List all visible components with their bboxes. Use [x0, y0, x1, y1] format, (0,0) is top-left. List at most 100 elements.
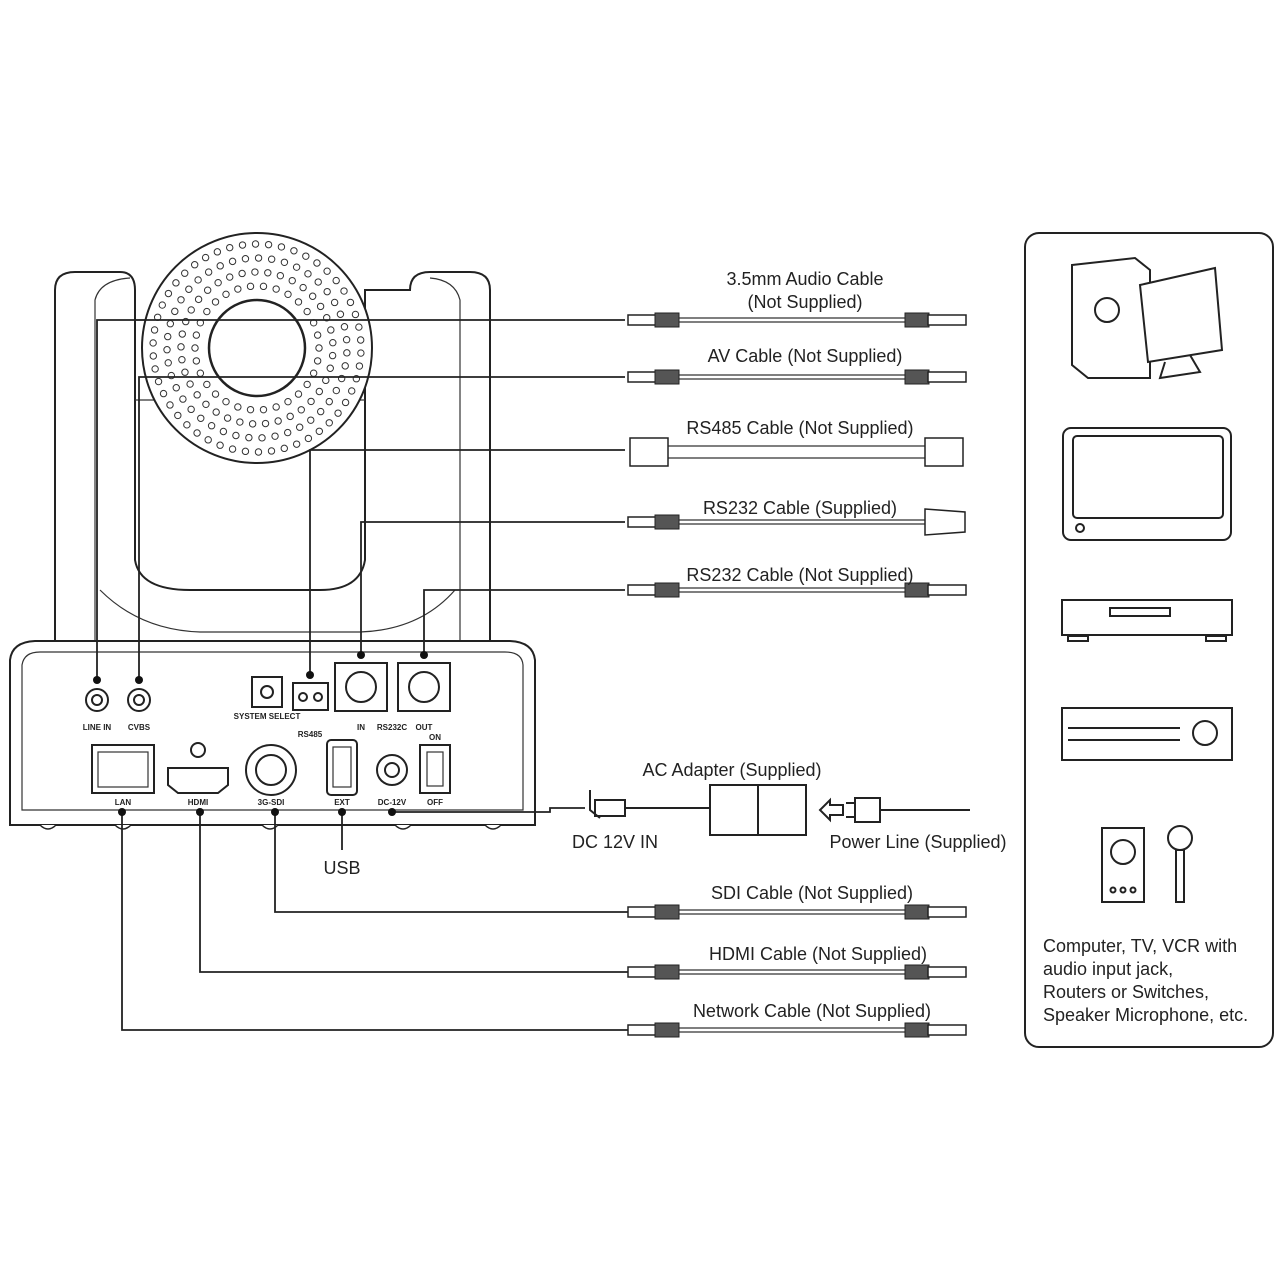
- grille-hole: [248, 420, 257, 428]
- tv-icon: [1062, 427, 1232, 541]
- power-switch: [419, 744, 451, 794]
- grille-hole: [348, 387, 356, 395]
- grille-hole: [228, 445, 237, 453]
- svg-text:DC-12V: DC-12V: [378, 798, 407, 807]
- grille-hole: [337, 374, 346, 383]
- rs485-cable-label: RS485 Cable (Not Supplied): [686, 418, 913, 438]
- cable-5-plug-right: [927, 906, 967, 918]
- grille-hole: [277, 243, 286, 251]
- cable-0-plug-right: [927, 314, 967, 326]
- av-cable-label: AV Cable (Not Supplied): [708, 346, 903, 366]
- grille-hole: [201, 253, 210, 262]
- grille-hole: [351, 310, 360, 319]
- grille-hole: [203, 380, 211, 389]
- grille-hole: [163, 346, 171, 354]
- grille-hole: [238, 269, 246, 278]
- hdmi-cable-label: HDMI Cable (Not Supplied): [709, 944, 927, 964]
- grille-hole: [357, 349, 365, 357]
- grille-hole: [251, 268, 259, 276]
- grille-hole: [246, 405, 255, 414]
- grille-hole: [313, 331, 322, 339]
- rs232-out-port: [397, 662, 451, 712]
- grille-hole: [325, 419, 333, 427]
- computer-icon: [1071, 256, 1224, 380]
- grille-hole: [203, 307, 211, 316]
- grille-hole: [216, 262, 224, 270]
- camera-body: [9, 232, 536, 830]
- grille-hole: [307, 397, 315, 406]
- cable-7-boot-left: [654, 1022, 680, 1038]
- cables: 3.5mm Audio Cable (Not Supplied) AV Cabl…: [627, 269, 967, 1038]
- grille-hole: [308, 292, 317, 300]
- network-cable-label: Network Cable (Not Supplied): [693, 1001, 931, 1021]
- grille-hole: [211, 298, 220, 306]
- grille-hole: [186, 380, 194, 388]
- grille-hole: [352, 375, 361, 383]
- svg-text:Routers or Switches,: Routers or Switches,: [1043, 982, 1209, 1002]
- cable-1-boot-right: [904, 369, 930, 385]
- grille-hole: [302, 252, 310, 260]
- grille-hole: [194, 295, 203, 304]
- grille-hole: [164, 332, 172, 341]
- cable-0-boot-left: [654, 312, 680, 328]
- grille-hole: [314, 278, 322, 286]
- grille-hole: [323, 314, 331, 322]
- audio-cable-sublabel: (Not Supplied): [747, 292, 862, 312]
- grille-hole: [297, 406, 305, 414]
- grille-hole: [191, 344, 199, 352]
- grille-hole: [346, 298, 355, 307]
- svg-text:SYSTEM SELECT: SYSTEM SELECT: [234, 712, 301, 721]
- grille-hole: [219, 427, 228, 436]
- svg-text:Speaker Microphone, etc.: Speaker Microphone, etc.: [1043, 1005, 1248, 1025]
- dc-power-jack: [376, 754, 408, 786]
- cable-5-boot-left: [654, 904, 680, 920]
- grille-hole: [303, 380, 311, 389]
- grille-hole: [177, 343, 185, 351]
- grille-hole: [193, 429, 201, 437]
- grille-hole: [212, 408, 220, 416]
- svg-text:LAN: LAN: [115, 798, 132, 807]
- devices-panel: Computer, TV, VCR with audio input jack,…: [1024, 232, 1274, 1048]
- cvbs-jack: [127, 688, 151, 712]
- svg-text:Power Line (Supplied): Power Line (Supplied): [829, 832, 1006, 852]
- leader-lines: [96, 319, 650, 1031]
- grille-hole: [182, 317, 190, 326]
- grille-hole: [276, 271, 285, 280]
- svg-text:EXT: EXT: [334, 798, 350, 807]
- grille-hole: [267, 447, 276, 455]
- grille-hole: [326, 364, 334, 372]
- arrow-left-icon: [818, 797, 844, 823]
- grille-hole: [315, 387, 324, 396]
- grille-hole: [164, 359, 172, 367]
- system-select-switch: [251, 676, 283, 708]
- grille-hole: [171, 307, 179, 316]
- grille-hole: [330, 298, 339, 307]
- grille-hole: [316, 302, 325, 311]
- grille-hole: [241, 447, 250, 456]
- grille-hole: [323, 287, 331, 296]
- grille-hole: [194, 276, 202, 284]
- grille-hole: [336, 310, 345, 318]
- grille-hole: [259, 282, 268, 291]
- grille-hole: [325, 397, 333, 406]
- svg-text:LINE IN: LINE IN: [83, 723, 112, 732]
- cable-3-boot-left: [654, 514, 680, 530]
- grille-hole: [323, 267, 331, 275]
- power-plug: [854, 797, 881, 823]
- grille-hole: [178, 330, 186, 338]
- grille-hole: [264, 269, 272, 277]
- grille-hole: [234, 403, 242, 411]
- grille-hole: [292, 263, 301, 271]
- grille-hole: [313, 259, 321, 267]
- svg-text:OFF: OFF: [427, 798, 443, 807]
- hdmi-port: [167, 767, 229, 794]
- grille-hole: [164, 289, 173, 298]
- rs232-supplied-label: RS232 Cable (Supplied): [703, 498, 897, 518]
- grille-hole: [280, 444, 288, 453]
- audio-cable-label: 3.5mm Audio Cable: [726, 269, 883, 289]
- grille-hole: [280, 258, 289, 266]
- grille-hole: [316, 407, 325, 416]
- router-icon: [1061, 707, 1233, 761]
- grille-hole: [192, 357, 201, 365]
